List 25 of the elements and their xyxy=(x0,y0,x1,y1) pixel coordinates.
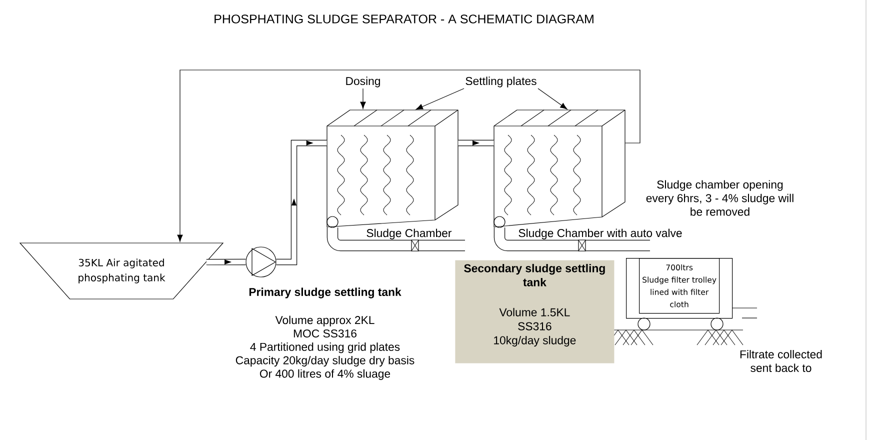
pipe-label: Sludge Chamber xyxy=(366,228,452,240)
leader-arrow xyxy=(416,88,464,110)
pipe xyxy=(458,140,494,146)
note-text: Filtrate collected sent back to xyxy=(740,350,822,372)
node-label: 4 Partitioned using grid plates xyxy=(250,342,400,354)
callout-text: Settling plates xyxy=(466,76,536,88)
leader-arrow xyxy=(360,88,366,109)
return-line xyxy=(177,70,640,242)
node-label: Capacity 20kg/day sludge dry basis xyxy=(236,356,414,367)
node-label: Volume approx 2KL xyxy=(275,316,374,326)
trolley-body xyxy=(626,258,733,319)
node-label: Or 400 litres of 4% sluage xyxy=(260,369,390,380)
pipe xyxy=(206,258,246,266)
node-label: Primary sludge settling tank xyxy=(249,288,402,298)
callout-text: Dosing xyxy=(346,76,380,88)
leader-arrow xyxy=(538,88,568,110)
pump-symbol xyxy=(246,246,276,278)
settling-tank xyxy=(494,110,626,228)
info-box: Secondary sludge settling tank Volume 1.5KL SS316 10kg/day sludge xyxy=(455,260,614,364)
settling-tank xyxy=(326,110,458,228)
title: PHOSPHATING SLUDGE SEPARATOR - A SCHEMATIC DIAGRAM xyxy=(214,14,594,24)
node-label: MOC SS316 xyxy=(294,329,356,338)
pipe xyxy=(276,140,327,266)
note-text: Sludge chamber opening every 6hrs, 3 - 4% sludge will be removed xyxy=(646,180,794,216)
pipe-label: Sludge Chamber with auto valve xyxy=(518,228,682,240)
